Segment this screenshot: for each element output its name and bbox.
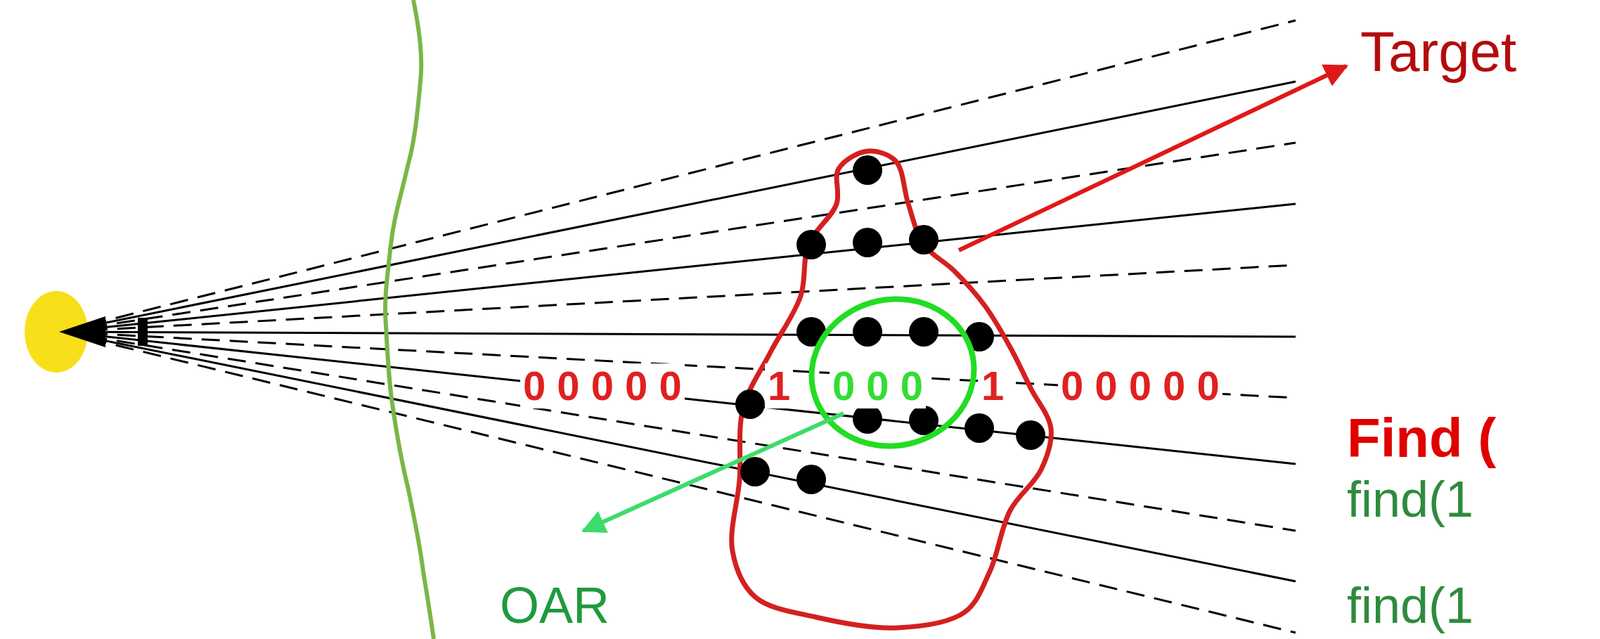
dashed-ray [61,142,1296,332]
body-surface [385,0,434,639]
fluence-zeros: 0 0 0 [829,363,926,409]
voxel-dot [735,389,765,419]
voxel-dot [908,224,939,255]
solid-ray [61,331,1296,464]
solid-ray [61,331,1296,337]
voxel-dot [796,464,827,495]
fluence-one: 1 [978,363,1007,409]
voxel-dot [796,229,827,260]
solid-ray [61,81,1296,332]
find-heading: Find ( [1346,408,1496,469]
code-line: find(1 [1346,471,1474,528]
leader-arrow [583,413,844,531]
beamlets [61,20,1296,633]
voxel-dot [852,155,883,185]
dashed-ray [61,265,1296,332]
dashed-ray [61,331,1296,633]
dashed-ray [61,331,1296,531]
collimator-block [137,317,148,346]
code-line: find(1 [1346,577,1474,634]
solid-ray [61,331,1296,582]
solid-ray [61,203,1296,332]
voxel-dot [964,413,995,443]
voxel-dot [908,317,939,347]
leader-arrow [958,66,1347,251]
voxel-dot [908,405,939,436]
voxel-dot [852,404,883,434]
voxel-dot [1015,420,1046,450]
oar-outline [797,284,988,462]
fluence-one: 1 [764,363,793,409]
voxel-dot [740,456,770,487]
collimator [59,316,106,348]
target-outline [731,151,1052,628]
fluence-zeros: 0 0 0 0 0 [520,363,685,409]
voxel-dot [852,317,883,347]
oar-label: OAR [499,577,610,634]
voxel-dot [852,227,883,258]
target-label: Target [1360,21,1517,83]
fluence-zeros: 0 0 0 0 0 [1057,363,1223,409]
